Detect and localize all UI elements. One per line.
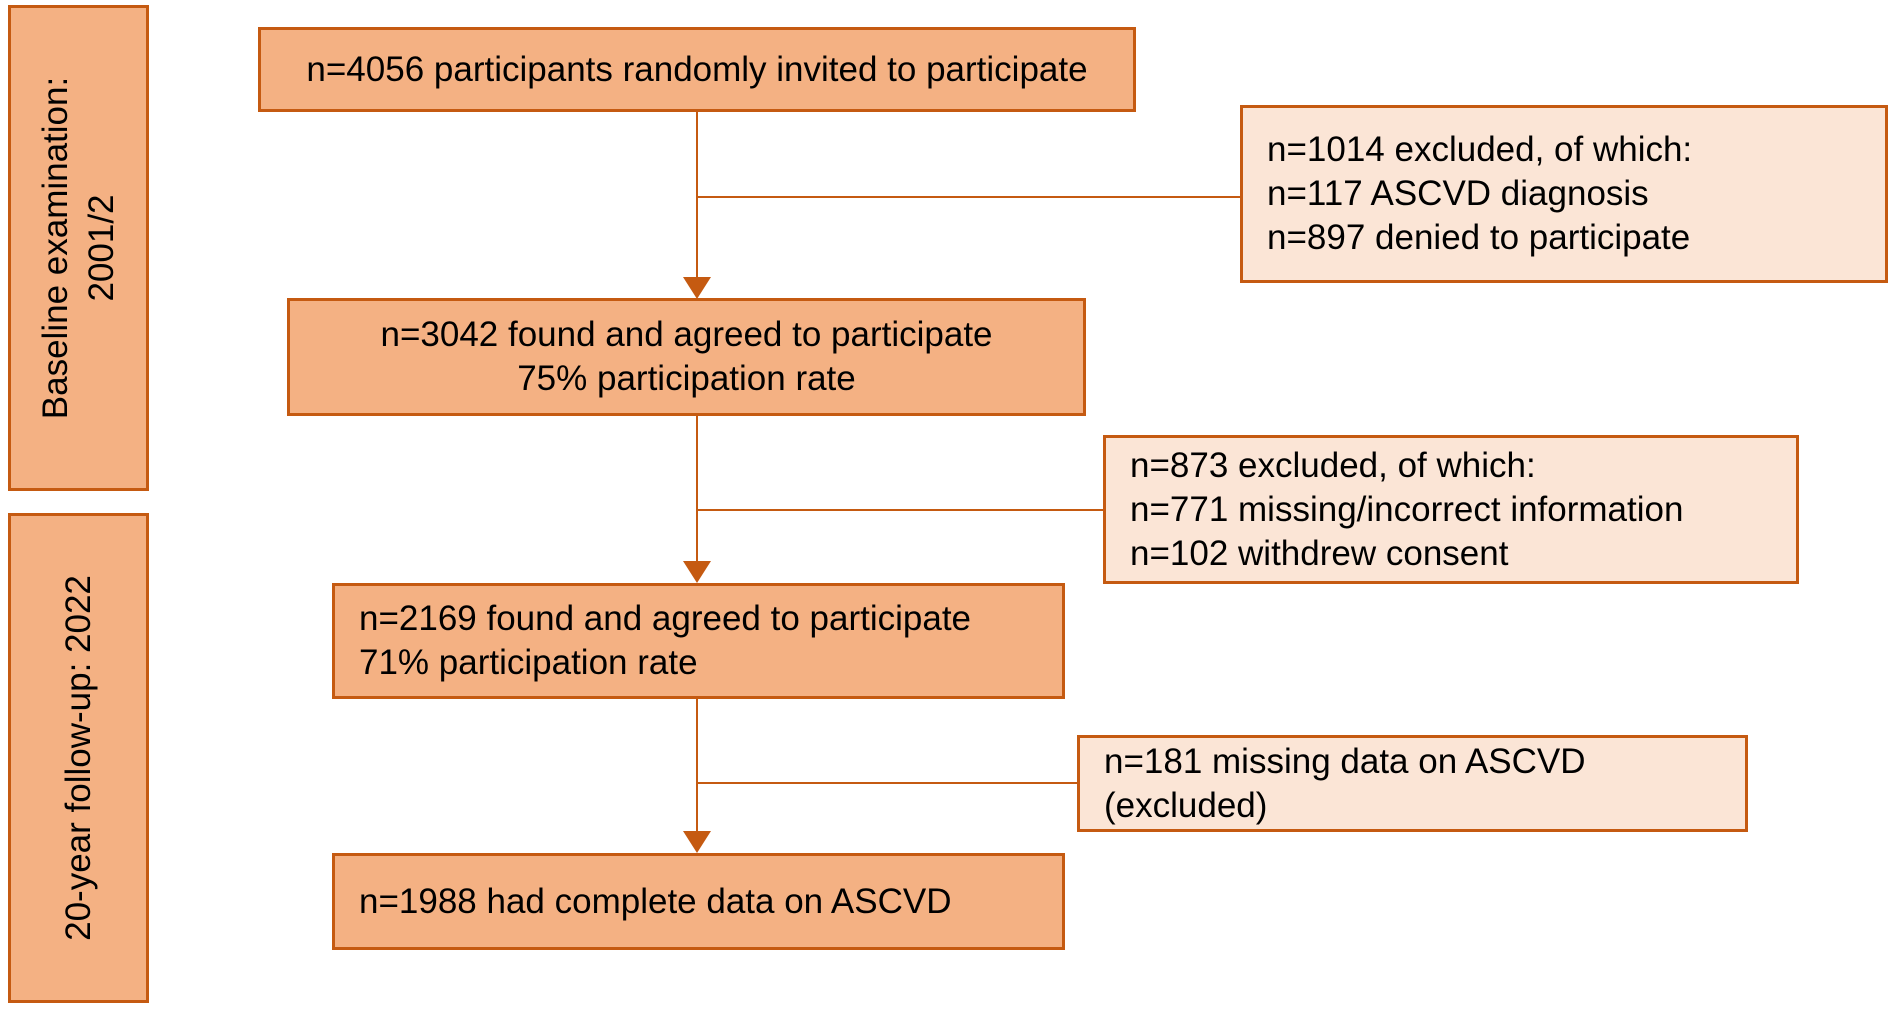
exclusion-box-followup: n=873 excluded, of which: n=771 missing/…: [1103, 435, 1799, 584]
flow-box-baseline-participants-line1: n=3042 found and agreed to participate: [380, 315, 993, 354]
flow-box-baseline-participants: n=3042 found and agreed to participate 7…: [287, 298, 1086, 416]
flow-box-invited-text: n=4056 participants randomly invited to …: [306, 49, 1088, 89]
arrow-down-icon: [683, 831, 711, 853]
connector-line-2: [696, 416, 698, 563]
stage-label-baseline: Baseline examination: 2001/2: [33, 77, 125, 419]
flow-box-followup-participants-line1: n=2169 found and agreed to participate: [359, 599, 972, 638]
exclusion-box-missing-ascvd-line2: (excluded): [1104, 785, 1268, 825]
flow-box-followup-participants: n=2169 found and agreed to participate 7…: [332, 583, 1065, 699]
connector-line-1: [696, 111, 698, 279]
flow-box-baseline-participants-line2: 75% participation rate: [517, 359, 856, 398]
stage-label-followup-line1: 20-year follow-up: 2022: [58, 575, 98, 941]
exclusion-box-followup-line2: n=771 missing/incorrect information: [1130, 489, 1684, 529]
flow-box-invited: n=4056 participants randomly invited to …: [258, 27, 1136, 112]
exclusion-box-followup-line1: n=873 excluded, of which:: [1130, 445, 1536, 485]
stage-box-followup: 20-year follow-up: 2022: [8, 513, 149, 1003]
stage-label-baseline-line1: Baseline examination:: [35, 76, 75, 420]
arrow-down-icon: [683, 277, 711, 299]
exclusion-box-missing-ascvd-line1: n=181 missing data on ASCVD: [1104, 741, 1586, 781]
connector-line-3: [696, 698, 698, 833]
stage-label-followup: 20-year follow-up: 2022: [56, 575, 102, 941]
flow-box-complete-data-text: n=1988 had complete data on ASCVD: [359, 881, 952, 921]
exclusion-box-missing-ascvd: n=181 missing data on ASCVD (excluded): [1077, 735, 1748, 832]
flow-box-complete-data: n=1988 had complete data on ASCVD: [332, 853, 1065, 950]
exclusion-box-baseline-line2: n=117 ASCVD diagnosis: [1267, 174, 1649, 213]
branch-line-3: [697, 782, 1077, 784]
exclusion-box-baseline-line1: n=1014 excluded, of which:: [1267, 130, 1693, 169]
branch-line-2: [697, 509, 1103, 511]
arrow-down-icon: [683, 561, 711, 583]
branch-line-1: [697, 196, 1240, 198]
stage-label-baseline-line2: 2001/2: [81, 194, 121, 302]
exclusion-box-baseline-line3: n=897 denied to participate: [1267, 218, 1691, 257]
stage-box-baseline-examination: Baseline examination: 2001/2: [8, 5, 149, 491]
exclusion-box-followup-line3: n=102 withdrew consent: [1130, 533, 1509, 573]
exclusion-box-baseline: n=1014 excluded, of which: n=117 ASCVD d…: [1240, 105, 1888, 283]
flow-box-followup-participants-line2: 71% participation rate: [359, 643, 698, 682]
